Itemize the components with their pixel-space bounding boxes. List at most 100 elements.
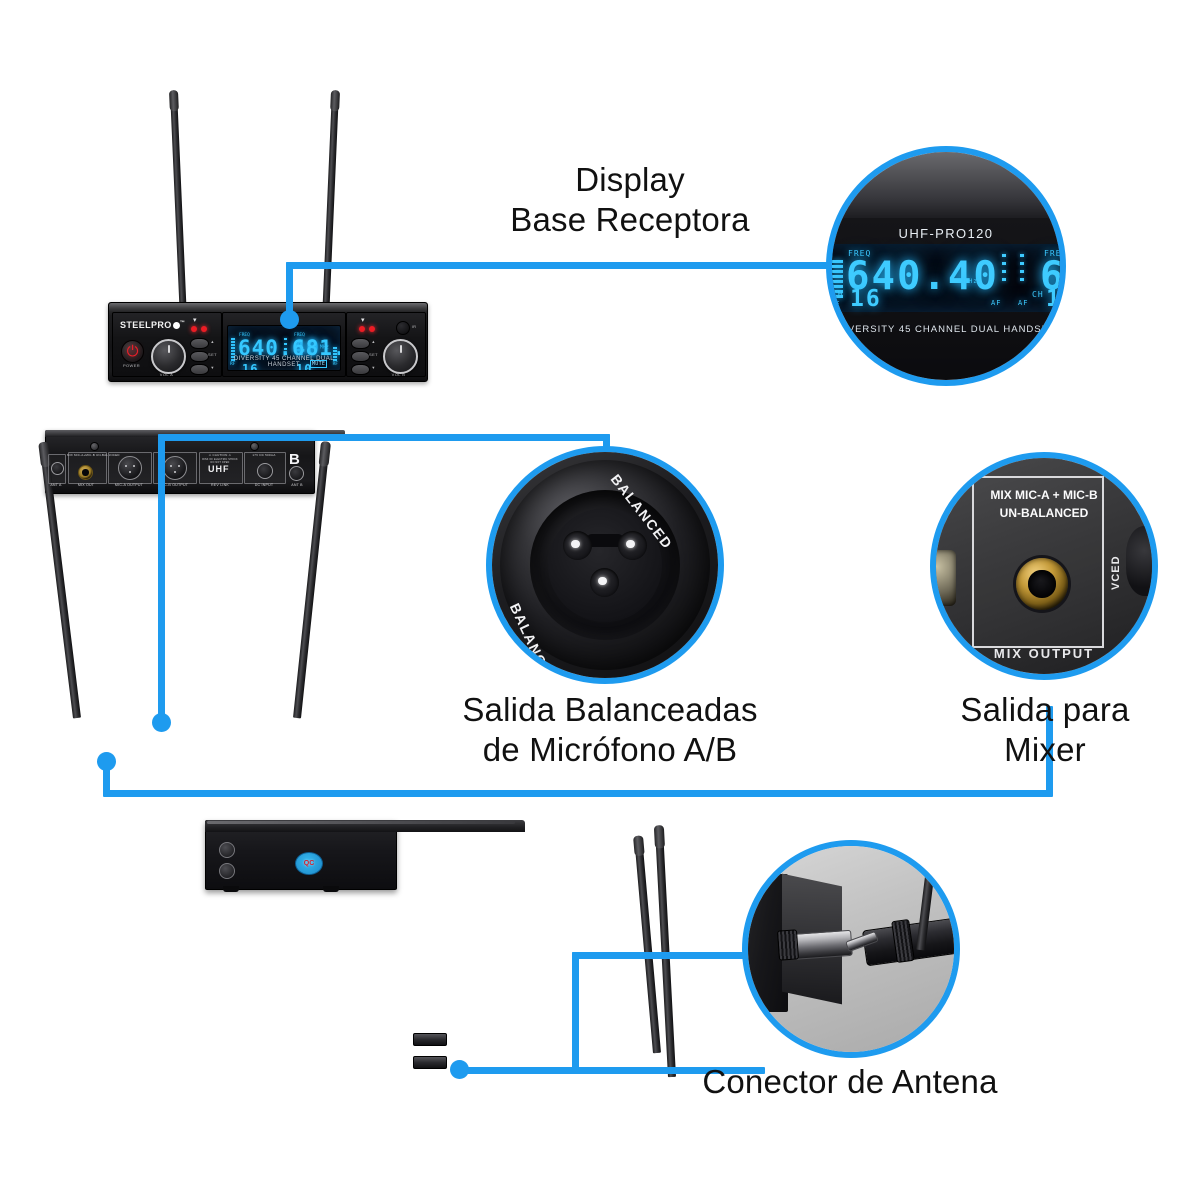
antenna-connector-upper — [413, 1033, 447, 1046]
zoom-ch-label-a: CH — [832, 290, 844, 299]
xlr-keyway — [586, 534, 624, 547]
led-pair-b — [359, 326, 375, 332]
mix-out-jack[interactable] — [78, 465, 93, 480]
power-label: POWER — [122, 363, 141, 368]
ir-sensor — [396, 321, 410, 335]
frequency-b: 681.50MHz — [292, 338, 340, 359]
caption-antenna: Conector de Antena — [702, 1063, 998, 1100]
caption-mixer: Salida para Mixer — [960, 691, 1130, 769]
antenna-knurl-base — [776, 929, 800, 961]
up-button-b[interactable] — [351, 351, 370, 362]
rf-text-b: RF — [332, 362, 338, 367]
side-view-unit-group: QC — [205, 820, 676, 1110]
caution-label: ⚠ CAUTION ⚠ — [208, 453, 232, 457]
dc-spec-label: 17V DC 500mA — [252, 453, 276, 457]
connector-mixer-left — [103, 760, 110, 796]
rf-label-a: FREQ — [239, 333, 250, 338]
callout-mixer-photo: MIX MIC-A + MIC-B UN-BALANCED MIX OUTPUT… — [936, 458, 1152, 674]
brand-dot-icon — [172, 322, 180, 330]
rear-screw-left — [90, 442, 99, 451]
mix-out-top-label: MIX MIC-A+MIC-B UN-BALANCED — [67, 453, 120, 457]
brand-text: STEELPRO — [120, 320, 172, 330]
rear-receiver-group: ANT A MIX MIC-A+MIC-B UN-BALANCED MIX OU… — [39, 430, 345, 780]
zoom-frequency-a: 640.40 — [846, 254, 999, 299]
connector-display-horizontal — [286, 262, 862, 269]
set-button-b[interactable] — [351, 338, 370, 349]
mic-a-label: MIC-A OUTPUT — [114, 483, 144, 487]
connector-balanced-endpoint — [152, 713, 171, 732]
zoom-ch-label-b: CH — [1032, 290, 1044, 299]
freq-label-b: FREQ — [294, 333, 305, 338]
mix-side-jack-left — [936, 550, 956, 606]
volume-knob-a[interactable] — [151, 339, 186, 374]
mic-a-box — [108, 452, 152, 484]
mute-indicator: MUTE — [310, 360, 328, 368]
zoom-rf-meter-a — [832, 254, 843, 298]
zoom-channel-a: 16 — [850, 286, 882, 312]
caption-display: Display Base Receptora — [510, 161, 750, 239]
ant-b-connector[interactable] — [289, 466, 304, 481]
rev-link-label: REV LINK — [211, 483, 229, 487]
zoom-footer-label: DIVERSITY 45 CHANNEL DUAL HANDSET — [836, 324, 1056, 335]
dc-input-jack[interactable] — [257, 463, 273, 479]
set-button-a[interactable] — [190, 338, 209, 349]
down-button-a[interactable] — [190, 364, 209, 375]
caption-balanced: Salida Balanceadas de Micrófono A/B — [462, 691, 758, 769]
down-button-b[interactable] — [351, 364, 370, 375]
ant-a-connector — [51, 462, 64, 475]
balanced-partial-label: VCED — [1110, 555, 1122, 590]
side-jack-lower[interactable] — [219, 863, 235, 879]
mic-b-xlr-connector[interactable] — [163, 456, 187, 480]
mix-output-jack[interactable] — [1016, 558, 1068, 610]
zoom-model-label: UHF-PRO120 — [898, 226, 994, 241]
mix-out-label: MIX OUT — [77, 483, 95, 487]
b-marking: B — [289, 451, 300, 468]
mix-out-box — [68, 452, 107, 484]
mic-b-label: MIC-B OUTPUT — [159, 483, 189, 487]
side-unit-top-edge — [207, 821, 515, 824]
volume-knob-b[interactable] — [383, 339, 418, 374]
rear-screw-right — [250, 442, 259, 451]
rf-meter-a — [231, 335, 235, 361]
qc-sticker: QC — [295, 852, 323, 875]
antenna-indicator-b: ▾ — [361, 316, 365, 324]
connector-antenna-upper — [572, 952, 760, 959]
chassis-top-edge — [109, 303, 427, 312]
callout-antenna — [742, 840, 960, 1058]
zoom-af-label-b: AF — [1018, 299, 1029, 307]
zoom-center-dots-left — [1002, 254, 1006, 281]
caution-sub-label: RISK OF ELECTRIC SHOCK DO NOT OPEN — [202, 458, 238, 464]
antenna-indicator-a: ▾ — [193, 316, 197, 324]
callout-balanced-photo: BALANCED BALANCED — [492, 452, 718, 678]
antenna-left — [169, 90, 187, 321]
connector-display-endpoint — [280, 310, 299, 329]
connector-antenna-horizontal — [455, 1067, 765, 1074]
zoom-chassis-top — [832, 152, 1060, 218]
zoom-center-dots-right — [1020, 254, 1024, 281]
power-button[interactable]: ⏻ — [121, 340, 144, 363]
xlr-insert — [548, 508, 662, 622]
rf-meter-b — [333, 335, 337, 361]
zoom-lcd: RF FREQ 640.40 MHz CH 16 AF AF FREQ 681.… — [832, 244, 1060, 312]
up-button-a[interactable] — [190, 351, 209, 362]
rf-text-a: RF — [230, 362, 236, 367]
connector-balanced-left — [158, 434, 165, 724]
rear-top-lip — [45, 430, 345, 437]
up-label-a: SET — [208, 352, 217, 357]
connector-balanced-top — [158, 434, 610, 441]
center-indicator-dots — [284, 338, 287, 355]
qc-mark-label: QC — [303, 860, 315, 867]
caution-box — [199, 452, 243, 484]
callout-antenna-photo — [748, 846, 954, 1052]
antenna-right — [322, 90, 340, 321]
side-jack-upper[interactable] — [219, 842, 235, 858]
mic-a-xlr-connector[interactable] — [118, 456, 142, 480]
connector-antenna-endpoint — [450, 1060, 469, 1079]
connector-mixer-endpoint — [97, 752, 116, 771]
frequency-a: 640.40MHz — [238, 338, 329, 359]
channel-b: 10 — [296, 358, 312, 370]
zoom-af-label-a: AF — [991, 299, 1002, 307]
